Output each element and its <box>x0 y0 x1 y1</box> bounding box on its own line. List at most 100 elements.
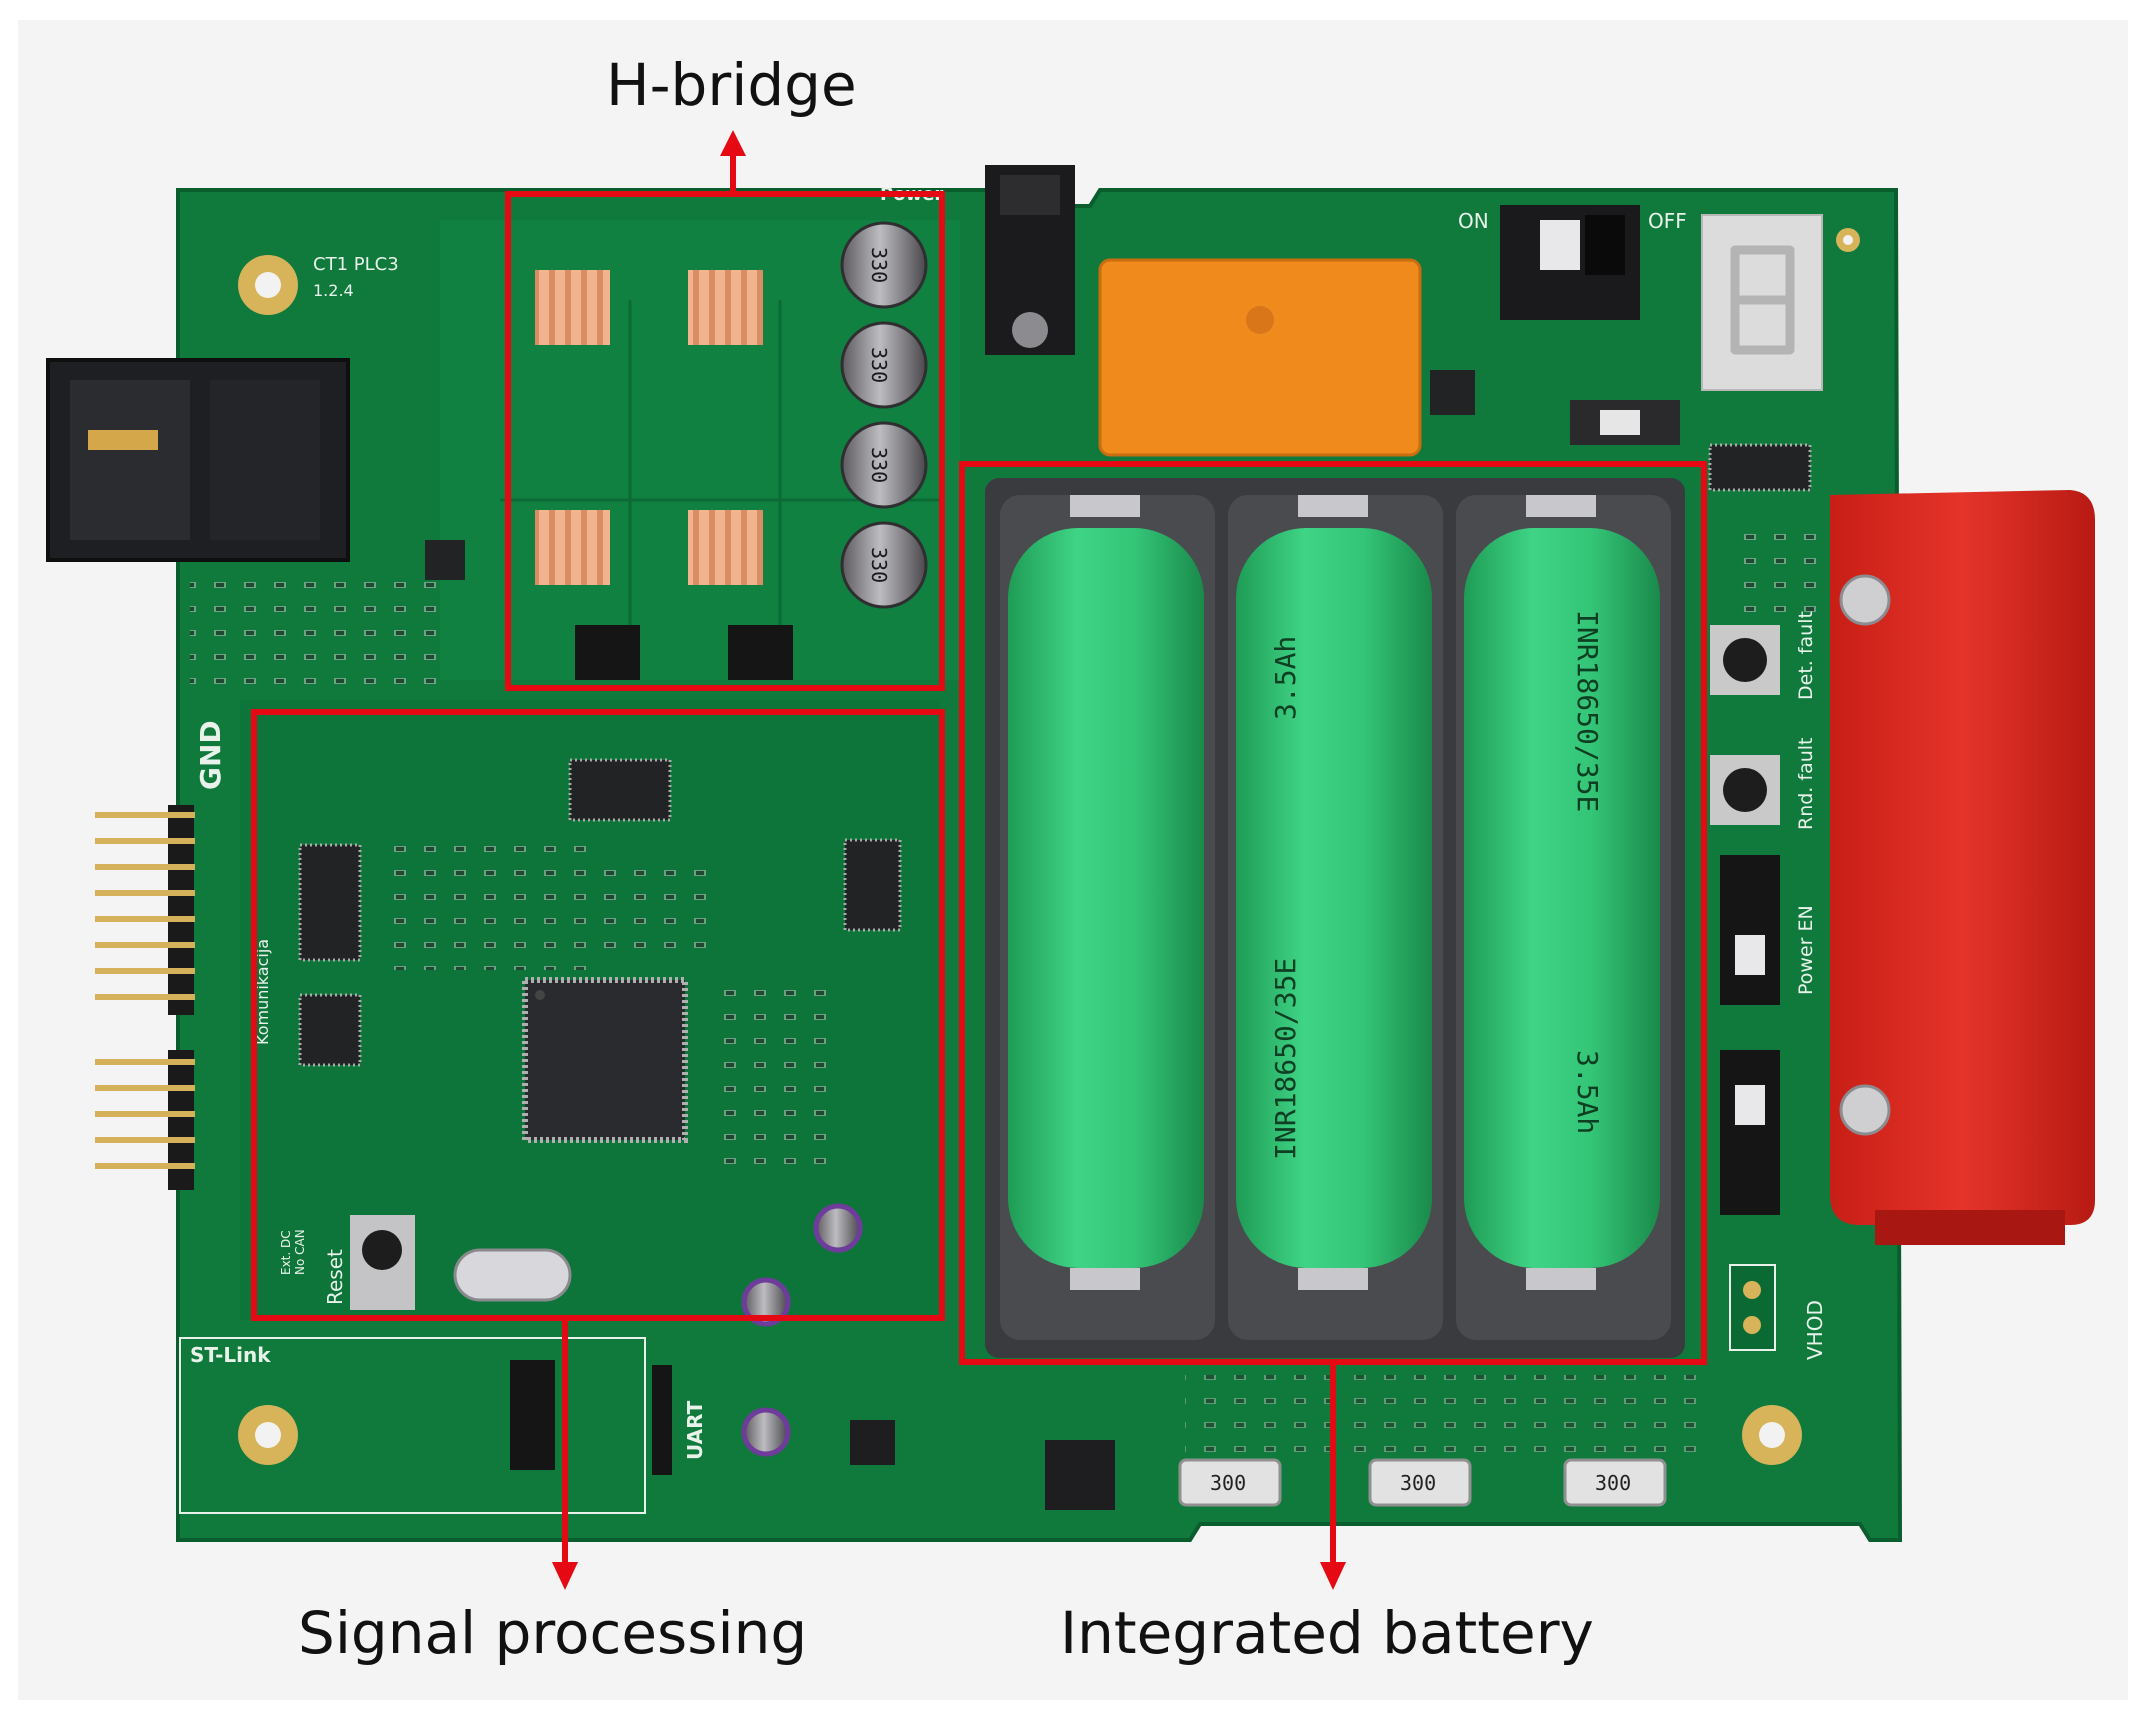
reset-button <box>350 1215 415 1310</box>
crystal-oscillator <box>453 1248 572 1302</box>
dc-power-jack <box>985 165 1075 355</box>
smd-field-1 <box>190 580 450 690</box>
heatsink-3 <box>535 510 610 585</box>
electrolytic-capacitor: 330 <box>840 521 928 609</box>
resistor-2-marking: 300 <box>1400 1471 1436 1495</box>
ic-small-1 <box>425 540 465 580</box>
gnd-label: GND <box>194 720 227 790</box>
resistor-3-marking: 300 <box>1595 1471 1631 1495</box>
on-label: ON <box>1458 209 1489 233</box>
capacitor-marking: 330 <box>867 547 891 583</box>
regulator-ic <box>1045 1440 1115 1510</box>
battery-3 <box>1464 495 1660 1290</box>
header-pin <box>95 1163 195 1169</box>
battery-2 <box>1236 495 1432 1290</box>
smd-field-5 <box>1185 1375 1705 1465</box>
electrolytic-capacitor: 330 <box>840 221 928 309</box>
reset-label: Reset <box>323 1249 347 1305</box>
header-pins <box>95 812 195 1169</box>
power-en-label: Power EN <box>1795 905 1817 995</box>
resistor-1-marking: 300 <box>1210 1471 1246 1495</box>
power-resistor-2 <box>1368 1458 1472 1507</box>
heatsink-1 <box>535 270 610 345</box>
vhod-label: VHOD <box>1803 1300 1827 1360</box>
ic-left-1 <box>298 843 362 962</box>
board-rev-label: 1.2.4 <box>313 281 354 300</box>
power-switch <box>1500 205 1640 320</box>
seven-segment-display <box>1701 214 1823 391</box>
smd-field-4 <box>720 980 830 1180</box>
ic-right <box>843 838 902 932</box>
smd-field-3 <box>600 870 710 950</box>
small-capacitor-1 <box>813 1203 863 1253</box>
heatsink-4 <box>688 510 763 585</box>
ethernet-connector <box>46 358 350 562</box>
header-pin <box>95 968 195 974</box>
mounting-hole-top-right <box>1836 228 1860 252</box>
electrolytic-capacitor: 330 <box>840 421 928 509</box>
board-id-label: CT1 PLC3 <box>313 254 399 275</box>
ic-small-2 <box>1430 370 1475 415</box>
hbridge-arrow <box>720 130 746 194</box>
electrolytic-capacitor: 330 <box>840 321 928 409</box>
regulator-ic-2 <box>850 1420 895 1465</box>
mounting-hole-top-left <box>238 255 298 315</box>
slide-switch-2 <box>1720 1050 1780 1215</box>
signal-processing-arrow <box>552 1318 578 1590</box>
integrated-battery-label: Integrated battery <box>1060 1599 1594 1667</box>
power-resistor-3 <box>1563 1458 1667 1507</box>
capacitor-stack: 330 330 330 330 <box>840 221 928 609</box>
st-link-connector <box>179 1337 672 1514</box>
mounting-hole-bottom-left <box>238 1405 298 1465</box>
battery-3-model: INR18650/35E <box>1571 610 1604 812</box>
ic-comm <box>568 758 672 822</box>
jumper-1 <box>575 625 640 680</box>
battery-2-model: INR18650/35E <box>1269 958 1302 1160</box>
signal-processing-label: Signal processing <box>298 1599 808 1667</box>
pin-header-1 <box>168 805 194 1015</box>
relay <box>1098 258 1422 457</box>
header-pin <box>95 812 195 818</box>
header-pin <box>95 916 195 922</box>
header-pin <box>95 1085 195 1091</box>
power-en-switch <box>1720 855 1780 1005</box>
header-pin <box>95 1059 195 1065</box>
jumper-2 <box>728 625 793 680</box>
rnd-fault-button <box>1710 755 1780 825</box>
mounting-hole-bottom-right <box>1742 1405 1802 1465</box>
det-fault-button <box>1710 625 1780 695</box>
header-pin <box>95 1137 195 1143</box>
battery-1 <box>1008 495 1204 1290</box>
red-mounting-bracket <box>1830 490 2095 1245</box>
no-can-label: No CAN <box>293 1229 307 1275</box>
header-pin <box>95 890 195 896</box>
det-fault-label: Det. fault <box>1795 611 1817 700</box>
header-pin <box>95 942 195 948</box>
battery-2-capacity: 3.5Ah <box>1269 636 1302 720</box>
battery-arrow <box>1320 1362 1346 1590</box>
small-capacitor-3 <box>741 1407 791 1457</box>
uart-label: UART <box>683 1400 707 1460</box>
capacitor-marking: 330 <box>867 447 891 483</box>
power-resistor-1 <box>1178 1458 1282 1507</box>
smd-field-6 <box>1740 530 1820 620</box>
hbridge-highlight-box <box>505 191 945 691</box>
battery-3-capacity: 3.5Ah <box>1571 1050 1604 1134</box>
heatsink-2 <box>688 270 763 345</box>
ext-dc-label: Ext. DC <box>279 1230 293 1275</box>
header-pin <box>95 864 195 870</box>
signal-processing-highlight-box <box>251 709 945 1321</box>
rnd-fault-label: Rnd. fault <box>1795 738 1817 831</box>
smd-field-2 <box>380 830 600 970</box>
header-pin <box>95 838 195 844</box>
capacitor-marking: 330 <box>867 247 891 283</box>
small-capacitor-2 <box>741 1277 791 1327</box>
header-pin <box>95 994 195 1000</box>
ic-left-2 <box>298 993 362 1067</box>
st-link-label: ST-Link <box>190 1343 271 1367</box>
off-label: OFF <box>1648 209 1687 233</box>
ic-display-driver <box>1708 443 1812 492</box>
komunikacija-label: Komunikacija <box>253 939 272 1045</box>
header-pin <box>95 1111 195 1117</box>
